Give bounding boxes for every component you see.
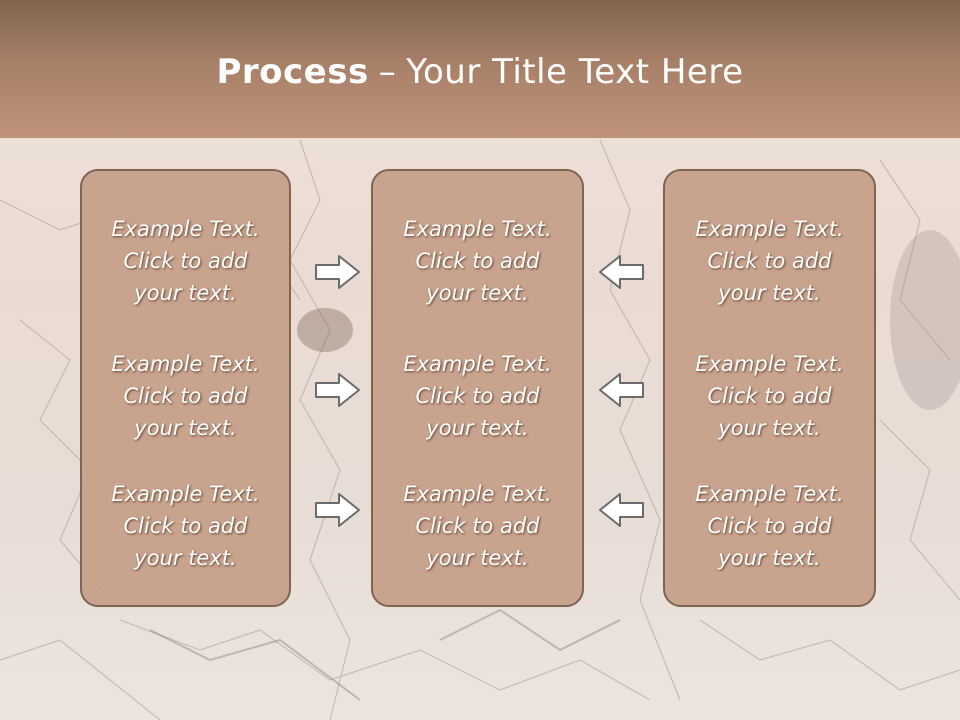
arrow-left-icon (599, 255, 644, 289)
text-line: your text. (426, 281, 529, 305)
text-line: your text. (718, 546, 821, 570)
text-block[interactable]: Example Text. Click to add your text. (665, 213, 874, 309)
eye-shadow (297, 308, 353, 352)
text-line: Click to add (415, 384, 540, 408)
process-box-center[interactable]: Example Text. Click to add your text. Ex… (371, 169, 584, 607)
text-block[interactable]: Example Text. Click to add your text. (373, 213, 582, 309)
text-line: Click to add (123, 514, 248, 538)
text-line: Example Text. (695, 217, 844, 241)
arrow-left-icon (599, 373, 644, 407)
arrow-left-icon (599, 493, 644, 527)
text-line: Example Text. (403, 352, 552, 376)
text-line: your text. (134, 281, 237, 305)
text-block[interactable]: Example Text. Click to add your text. (373, 478, 582, 574)
text-line: Example Text. (403, 217, 552, 241)
text-line: your text. (426, 546, 529, 570)
text-line: Example Text. (111, 482, 260, 506)
text-line: Example Text. (111, 352, 260, 376)
text-block[interactable]: Example Text. Click to add your text. (665, 348, 874, 444)
text-line: Example Text. (111, 217, 260, 241)
text-line: Click to add (415, 249, 540, 273)
process-box-left[interactable]: Example Text. Click to add your text. Ex… (80, 169, 291, 607)
text-line: Click to add (123, 384, 248, 408)
title-bar: Process–Your Title Text Here (0, 0, 960, 138)
text-line: Click to add (707, 514, 832, 538)
text-block[interactable]: Example Text. Click to add your text. (82, 213, 289, 309)
text-line: Click to add (707, 249, 832, 273)
text-line: Example Text. (403, 482, 552, 506)
text-block[interactable]: Example Text. Click to add your text. (82, 478, 289, 574)
slide-title[interactable]: Process–Your Title Text Here (0, 52, 960, 92)
text-line: Click to add (707, 384, 832, 408)
text-line: your text. (134, 416, 237, 440)
title-dash: – (378, 52, 397, 92)
text-line: Example Text. (695, 352, 844, 376)
text-line: your text. (134, 546, 237, 570)
process-box-right[interactable]: Example Text. Click to add your text. Ex… (663, 169, 876, 607)
arrow-right-icon (315, 255, 360, 289)
text-block[interactable]: Example Text. Click to add your text. (373, 348, 582, 444)
arrow-right-icon (315, 373, 360, 407)
title-rest: Your Title Text Here (406, 52, 744, 92)
arrow-right-icon (315, 493, 360, 527)
text-line: Example Text. (695, 482, 844, 506)
text-line: Click to add (415, 514, 540, 538)
text-line: your text. (718, 281, 821, 305)
text-line: your text. (718, 416, 821, 440)
title-bold: Process (216, 52, 369, 92)
text-line: your text. (426, 416, 529, 440)
text-block[interactable]: Example Text. Click to add your text. (665, 478, 874, 574)
text-line: Click to add (123, 249, 248, 273)
text-block[interactable]: Example Text. Click to add your text. (82, 348, 289, 444)
